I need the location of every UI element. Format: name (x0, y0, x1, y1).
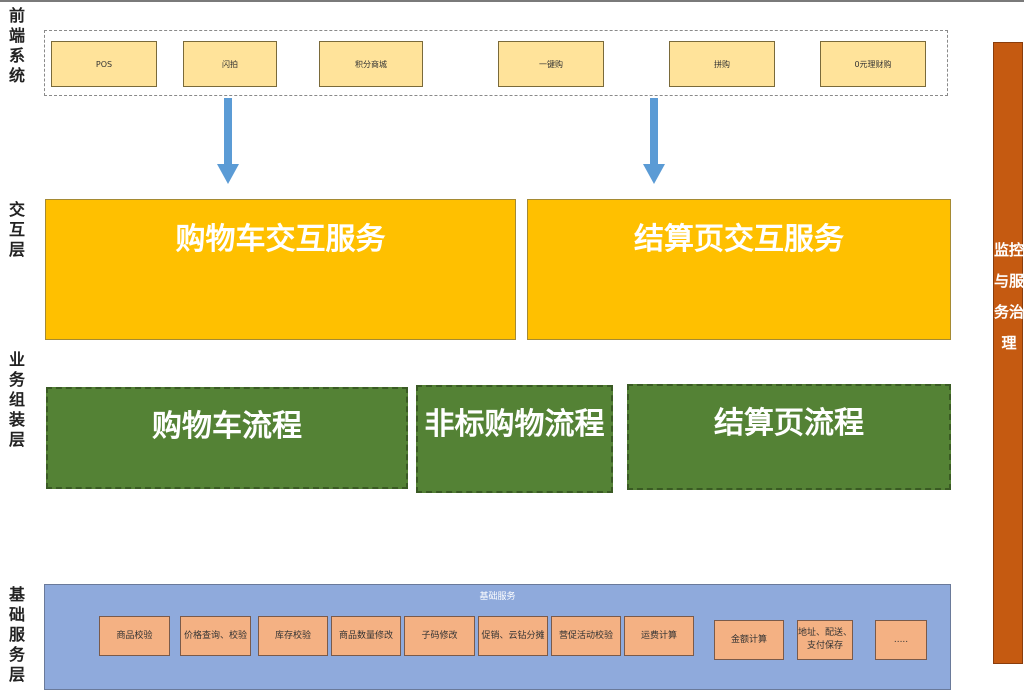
monitoring-governance-label: 监控与服务治理 (994, 241, 1024, 352)
business-checkout-flow: 结算页流程 (627, 384, 951, 490)
layer-label-interaction: 交互层 (8, 200, 25, 259)
down-arrow-icon (217, 98, 239, 184)
frontend-system-flash: 闪拍 (183, 41, 277, 87)
down-arrow-icon (643, 98, 665, 184)
service-price-check: 价格查询、校验 (180, 616, 251, 656)
service-shipping-calc: 运费计算 (624, 616, 694, 656)
interaction-cart-service: 购物车交互服务 (45, 199, 516, 340)
service-amount-calc: 金额计算 (714, 620, 784, 660)
top-border (0, 0, 1024, 2)
service-campaign-check: 营促活动校验 (551, 616, 621, 656)
frontend-system-points-mall: 积分商城 (319, 41, 423, 87)
service-address-save: 地址、配送、 支付保存 (797, 620, 853, 660)
frontend-system-one-click: 一键购 (498, 41, 604, 87)
service-stock-check: 库存校验 (258, 616, 328, 656)
monitoring-governance-bar: 监控与服务治理 (993, 42, 1024, 664)
base-services-title: 基础服务 (479, 592, 516, 602)
interaction-checkout-service: 结算页交互服务 (527, 199, 951, 340)
frontend-system-group-buy: 拼购 (669, 41, 775, 87)
business-cart-flow: 购物车流程 (46, 387, 408, 489)
frontend-system-pos: POS (51, 41, 157, 87)
service-more: ..... (875, 620, 927, 660)
layer-label-base: 基础服务层 (8, 585, 25, 684)
layer-label-frontend: 前端系统 (8, 6, 25, 85)
business-nonstandard-flow: 非标购物流程 (416, 385, 613, 493)
frontend-system-zero-finance: 0元理财购 (820, 41, 926, 87)
frontend-systems-group (44, 30, 948, 96)
service-quantity-update: 商品数量修改 (331, 616, 401, 656)
service-promo-allocation: 促销、云钻分摊 (478, 616, 548, 656)
service-product-check: 商品校验 (99, 616, 170, 656)
service-subcode-update: 子码修改 (404, 616, 475, 656)
layer-label-business: 业务组装层 (8, 350, 25, 449)
